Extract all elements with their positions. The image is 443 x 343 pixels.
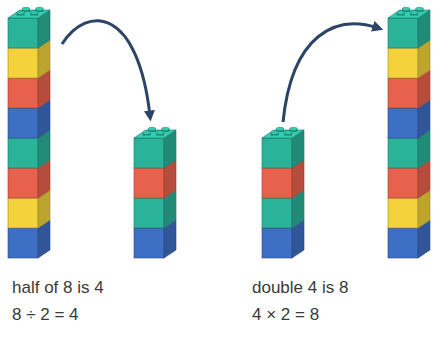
brick-front bbox=[8, 48, 38, 78]
brick-stud bbox=[156, 131, 164, 135]
brick-front bbox=[262, 138, 292, 168]
brick-stack bbox=[388, 7, 430, 258]
brick-stud bbox=[271, 131, 279, 135]
brick-stack bbox=[134, 127, 176, 258]
brick-front bbox=[134, 228, 164, 258]
brick bbox=[262, 127, 304, 168]
brick-front bbox=[388, 48, 418, 78]
brick-stud bbox=[416, 7, 424, 11]
equation-label: 4 × 2 = 8 bbox=[252, 305, 319, 325]
brick-stud bbox=[402, 7, 410, 11]
brick-top bbox=[262, 130, 304, 138]
brick-front bbox=[388, 228, 418, 258]
brick-front bbox=[388, 18, 418, 48]
brick-front bbox=[262, 198, 292, 228]
brick-front bbox=[388, 78, 418, 108]
brick-stud bbox=[290, 127, 298, 131]
sentence-label: half of 8 is 4 bbox=[12, 278, 104, 298]
brick-stacks bbox=[8, 7, 430, 258]
brick-stud bbox=[36, 7, 44, 11]
brick bbox=[388, 7, 430, 48]
brick-front bbox=[134, 138, 164, 168]
brick-front bbox=[388, 138, 418, 168]
brick-front bbox=[8, 108, 38, 138]
brick-stack bbox=[8, 7, 50, 258]
brick bbox=[134, 127, 176, 168]
brick-top bbox=[134, 130, 176, 138]
brick-stud bbox=[276, 127, 284, 131]
brick-stud bbox=[22, 7, 30, 11]
brick-stud bbox=[410, 11, 418, 15]
brick-top bbox=[388, 10, 430, 18]
brick-front bbox=[8, 168, 38, 198]
sentence-label: double 4 is 8 bbox=[252, 278, 348, 298]
brick-front bbox=[388, 168, 418, 198]
brick-front bbox=[8, 138, 38, 168]
brick-stud bbox=[284, 131, 292, 135]
brick-front bbox=[134, 168, 164, 198]
brick-front bbox=[8, 78, 38, 108]
brick-stud bbox=[397, 11, 405, 15]
brick-front bbox=[388, 108, 418, 138]
brick bbox=[8, 7, 50, 48]
brick-front bbox=[388, 198, 418, 228]
brick-front bbox=[134, 198, 164, 228]
brick-front bbox=[8, 228, 38, 258]
brick-top bbox=[8, 10, 50, 18]
brick-stud bbox=[17, 11, 25, 15]
halve-arrow bbox=[62, 21, 150, 116]
brick-front bbox=[8, 18, 38, 48]
brick-stud bbox=[30, 11, 38, 15]
brick-front bbox=[8, 198, 38, 228]
brick-front bbox=[262, 228, 292, 258]
brick-front bbox=[262, 168, 292, 198]
brick-stud bbox=[148, 127, 156, 131]
equation-label: 8 ÷ 2 = 4 bbox=[12, 305, 79, 325]
brick-stack bbox=[262, 127, 304, 258]
double-arrow bbox=[283, 24, 378, 122]
brick-stud bbox=[162, 127, 170, 131]
brick-stud bbox=[143, 131, 151, 135]
